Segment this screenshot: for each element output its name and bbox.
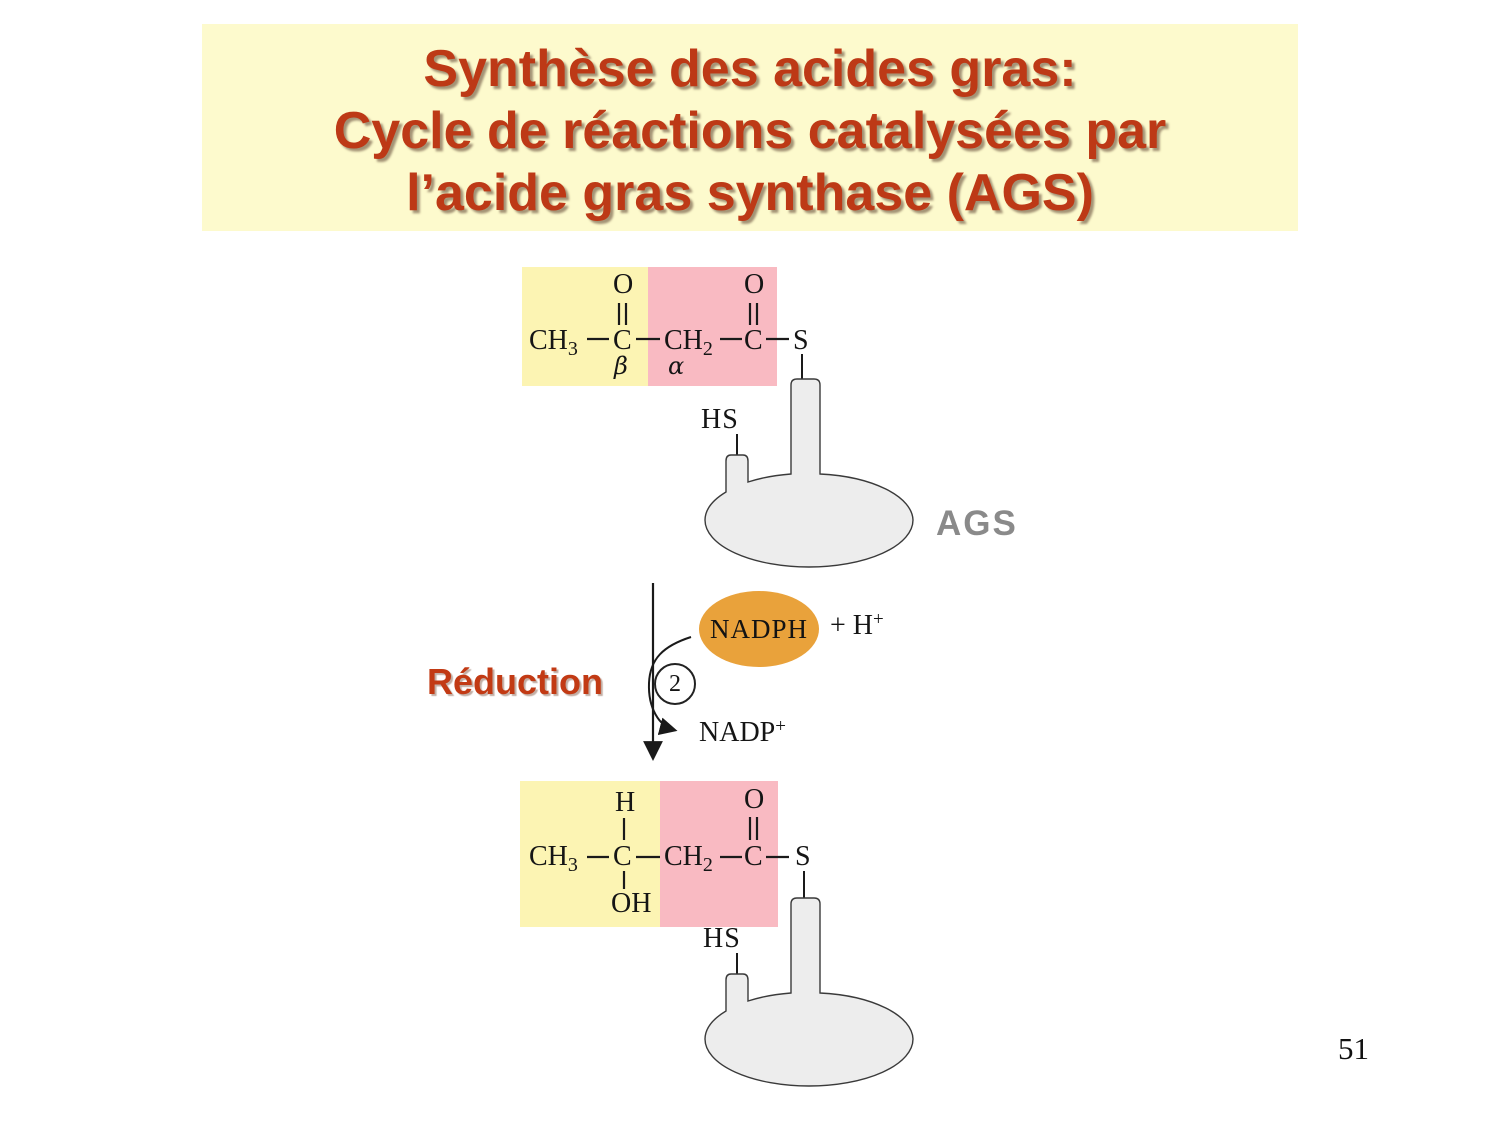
atom-hydrogen-bottom: H: [615, 787, 636, 818]
atom-methyl-top: CH3: [529, 325, 578, 360]
atom-subscript: 2: [702, 338, 713, 360]
cofactor-arrow: [647, 636, 692, 735]
atom-carbon-acyl-top: C: [744, 325, 763, 356]
atom-methyl-bottom: CH3: [529, 841, 578, 876]
title-box: Synthèse des acides gras: Cycle de réact…: [202, 24, 1298, 231]
nadp-charge: +: [775, 716, 786, 737]
bonds-bottom-molecule: [587, 817, 789, 889]
enzyme-body-bottom: [704, 897, 914, 1087]
atom-sulfur-bottom: S: [795, 841, 811, 872]
atom-text: CH: [529, 841, 568, 872]
enzyme-body-top: [704, 378, 914, 568]
step-circle: [654, 663, 696, 705]
bonds-top-molecule: [587, 303, 789, 341]
plus-h-text: + H: [830, 610, 874, 641]
atom-text: CH: [529, 325, 568, 356]
atom-carbon-beta-top: C: [613, 325, 632, 356]
alpha-label: α: [668, 352, 685, 380]
atom-carbon-acyl-bottom: C: [744, 841, 763, 872]
nadp-product-label: NADP+: [699, 716, 786, 748]
thiol-label-bottom: HS: [703, 923, 741, 954]
highlight-alpha-carbon-top: [648, 267, 777, 386]
title-line-2: Cycle de réactions catalysées par: [333, 102, 1167, 160]
reduction-label: Réduction: [427, 661, 603, 702]
atom-subscript: 3: [567, 854, 578, 876]
atom-text: CH: [664, 325, 703, 356]
title-line-3: l’acide gras synthase (AGS): [406, 164, 1094, 222]
nadph-label: NADPH: [709, 613, 808, 644]
page-number: 51: [1338, 1031, 1369, 1066]
nadph-ellipse: NADPH: [699, 591, 819, 667]
atom-oxygen-beta-top: O: [613, 269, 634, 300]
enzyme-shape: [704, 897, 914, 1087]
atom-oxygen-acyl-bottom: O: [744, 784, 765, 815]
highlight-beta-carbon-top: [522, 267, 648, 386]
hydroxyl-group-bottom: OH: [611, 888, 652, 919]
proton-charge: +: [873, 609, 884, 630]
atom-subscript: 2: [702, 854, 713, 876]
atom-sulfur-top: S: [793, 325, 809, 356]
step-number: 2: [669, 671, 681, 697]
title-line-1: Synthèse des acides gras:: [423, 40, 1077, 98]
atom-subscript: 3: [567, 338, 578, 360]
atom-carbon-beta-bottom: C: [613, 841, 632, 872]
enzyme-name-label: AGS: [936, 504, 1018, 543]
thiol-label-top: HS: [701, 404, 739, 435]
atom-text: CH: [664, 841, 703, 872]
atom-methylene-bottom: CH2: [664, 841, 713, 876]
nadp-text: NADP: [699, 717, 776, 748]
plus-proton-label: + H+: [830, 609, 884, 641]
atom-oxygen-acyl-top: O: [744, 269, 765, 300]
atom-methylene-top: CH2: [664, 325, 713, 360]
highlight-beta-carbon-bottom: [520, 781, 660, 927]
beta-label: β: [614, 352, 628, 380]
enzyme-shape: [704, 378, 914, 568]
highlight-alpha-carbon-bottom: [660, 781, 778, 927]
